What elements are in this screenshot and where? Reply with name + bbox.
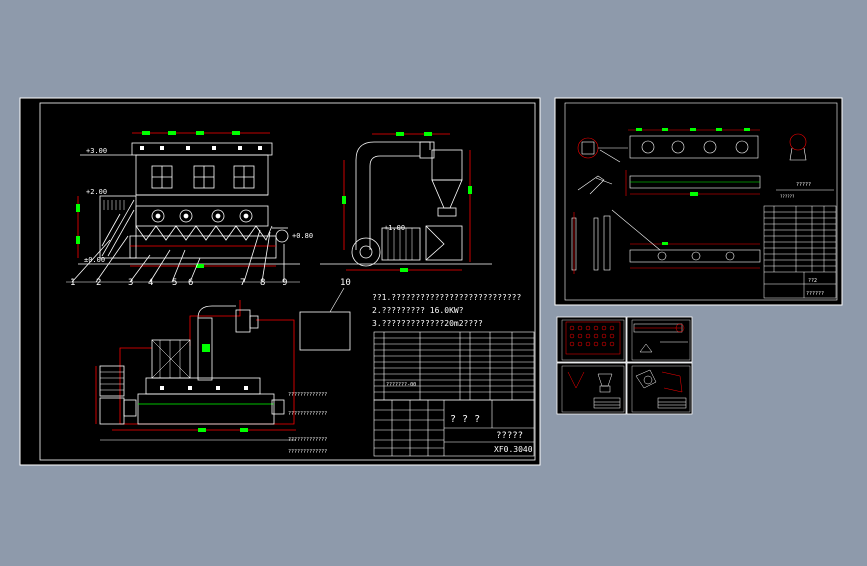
part-number: 3 <box>128 278 133 288</box>
detail-sheet-subtitle: ?????? <box>780 194 795 199</box>
small-sheet-3[interactable] <box>556 362 627 415</box>
bom-row-label: ???????-00 <box>386 382 416 388</box>
elevation-label-ground: ±0.00 <box>84 256 105 264</box>
detail-sheet-title: ????? <box>796 182 811 188</box>
technical-note: 3.?????????????20m2???? <box>372 319 483 328</box>
detail-sheet-number: ??2 <box>808 278 817 284</box>
small-sheet-1[interactable] <box>556 316 627 363</box>
plan-note: ????????????? <box>288 411 327 417</box>
part-number: 10 <box>340 278 351 288</box>
plan-notes: ????????????? ????????????? ????????????… <box>288 392 327 455</box>
plan-note: ????????????? <box>288 392 327 398</box>
part-number: 8 <box>260 278 265 288</box>
technical-notes: ??1.??????????????????????????? 2.??????… <box>372 293 521 328</box>
elevation-label-fan: +0.80 <box>292 232 313 240</box>
elevation-label-top: +3.00 <box>86 147 107 155</box>
technical-note: ??1.??????????????????????????? <box>372 293 521 302</box>
plan-view <box>95 300 296 441</box>
small-sheet-2[interactable] <box>626 316 693 363</box>
part-number: 4 <box>148 278 153 288</box>
detail-title-block-label: ?????? <box>806 291 824 297</box>
small-sheet-4[interactable] <box>626 362 693 415</box>
part-number: 9 <box>282 278 287 288</box>
plan-note: ????????????? <box>288 437 327 443</box>
equipment-box-10 <box>299 311 351 351</box>
part-number-labels: 1 2 3 4 5 6 7 8 9 10 <box>70 278 351 288</box>
title-block: ? ? ? ????? XF0.3040 <box>373 399 535 457</box>
front-elevation-view <box>66 131 300 283</box>
part-number: 2 <box>96 278 101 288</box>
drawing-name: ? ? ? <box>450 414 480 425</box>
company-name: ????? <box>496 431 523 441</box>
detail-parts-table: ??2 ?????? <box>763 205 837 299</box>
drawing-number: XF0.3040 <box>494 445 533 454</box>
elevation-label-mid: +2.00 <box>86 188 107 196</box>
detail-drawing-sheet[interactable]: ??2 ?????? ????? ?????? <box>554 97 843 306</box>
main-drawing-sheet[interactable]: +3.00 +2.00 ±0.00 +0.80 +1.00 1 2 3 4 5 … <box>19 97 541 466</box>
plan-note: ????????????? <box>288 449 327 455</box>
side-elevation-view <box>320 132 492 272</box>
technical-note: 2.????????? 16.0KW? <box>372 306 464 315</box>
part-number: 7 <box>240 278 245 288</box>
part-number: 1 <box>70 278 75 288</box>
part-number: 5 <box>172 278 177 288</box>
part-number: 6 <box>188 278 193 288</box>
frame-detail-view <box>571 128 807 274</box>
